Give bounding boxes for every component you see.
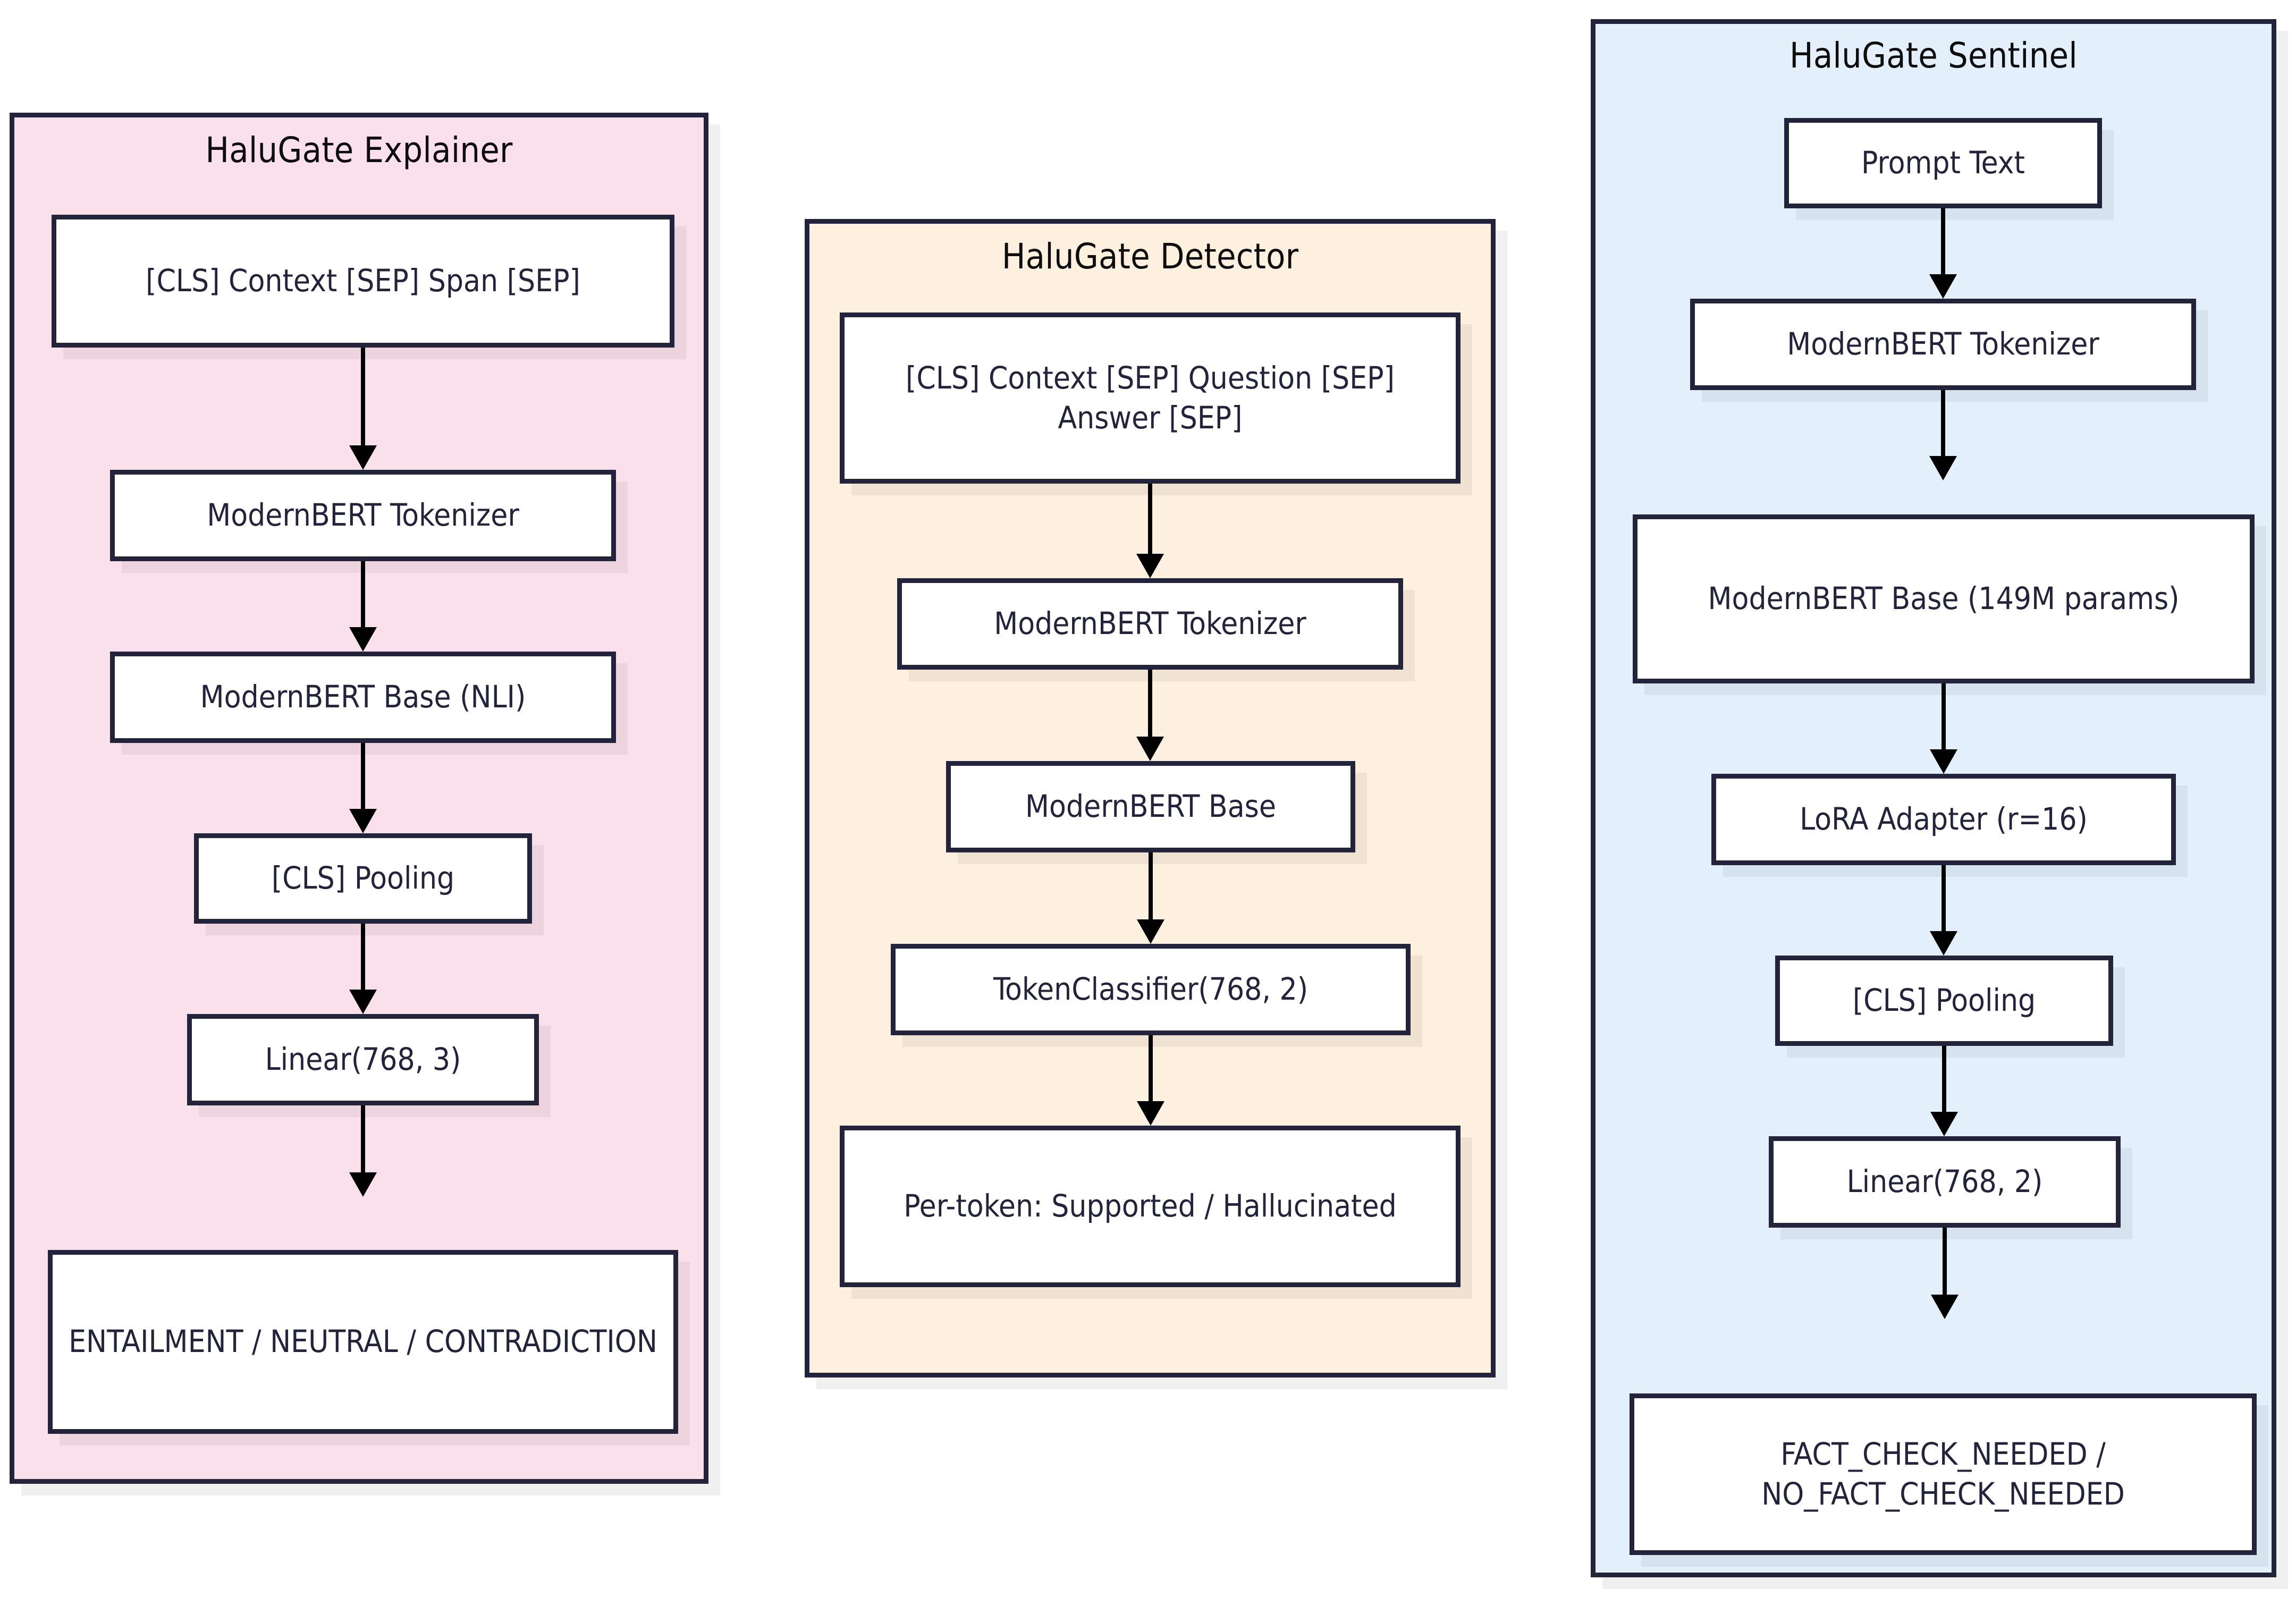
- node-label: LoRA Adapter (r=16): [1800, 801, 2088, 838]
- node-det-input[interactable]: [CLS] Context [SEP] Question [SEP] Answe…: [840, 312, 1461, 484]
- node-exp-tokenizer[interactable]: ModernBERT Tokenizer: [110, 470, 616, 561]
- node-exp-linear[interactable]: Linear(768, 3): [187, 1014, 539, 1105]
- node-sen-tokenizer[interactable]: ModernBERT Tokenizer: [1690, 299, 2196, 390]
- edge-exp-linear-to-output: [187, 1105, 539, 1197]
- edge-det-input-to-tokenizer: [840, 484, 1461, 578]
- node-label: [CLS] Pooling: [271, 860, 455, 897]
- edge-exp-tokenizer-to-base: [110, 561, 616, 652]
- node-label: ModernBERT Base: [1025, 788, 1276, 825]
- node-label: Prompt Text: [1861, 145, 2025, 181]
- subgraph-title-detector: HaluGate Detector: [1001, 236, 1299, 277]
- node-label: [CLS] Context [SEP] Question [SEP] Answe…: [906, 359, 1395, 436]
- node-exp-output[interactable]: ENTAILMENT / NEUTRAL / CONTRADICTION: [48, 1250, 678, 1434]
- node-det-tokenizer[interactable]: ModernBERT Tokenizer: [897, 578, 1403, 670]
- node-sen-base[interactable]: ModernBERT Base (149M params): [1633, 514, 2255, 683]
- node-label: ModernBERT Base (NLI): [200, 679, 526, 715]
- node-det-output[interactable]: Per-token: Supported / Hallucinated: [840, 1126, 1461, 1287]
- node-det-classifier[interactable]: TokenClassifier(768, 2): [891, 944, 1411, 1035]
- node-exp-base[interactable]: ModernBERT Base (NLI): [110, 652, 616, 743]
- edge-exp-pooling-to-linear: [194, 924, 532, 1014]
- node-label: ModernBERT Tokenizer: [207, 497, 519, 534]
- node-sen-output[interactable]: FACT_CHECK_NEEDED / NO_FACT_CHECK_NEEDED: [1630, 1393, 2257, 1555]
- node-label: ModernBERT Tokenizer: [994, 605, 1306, 642]
- subgraph-title-explainer: HaluGate Explainer: [205, 130, 513, 171]
- node-label: Linear(768, 3): [265, 1041, 461, 1078]
- edge-exp-input-to-tokenizer: [52, 348, 674, 470]
- node-label: Linear(768, 2): [1846, 1163, 2043, 1200]
- node-label: TokenClassifier(768, 2): [993, 971, 1309, 1008]
- node-det-base[interactable]: ModernBERT Base: [946, 761, 1355, 852]
- node-label: [CLS] Pooling: [1852, 982, 2036, 1019]
- node-sen-linear[interactable]: Linear(768, 2): [1769, 1136, 2121, 1228]
- edge-sen-tokenizer-to-base: [1690, 390, 2196, 480]
- node-label: [CLS] Context [SEP] Span [SEP]: [146, 263, 580, 299]
- node-sen-pooling[interactable]: [CLS] Pooling: [1775, 956, 2113, 1046]
- node-sen-prompt[interactable]: Prompt Text: [1784, 118, 2102, 208]
- edge-sen-prompt-to-tokenizer: [1784, 208, 2102, 299]
- subgraph-title-sentinel: HaluGate Sentinel: [1789, 35, 2078, 76]
- edge-det-tokenizer-to-base: [897, 670, 1403, 761]
- edge-exp-base-to-pooling: [110, 743, 616, 833]
- edge-det-classifier-to-output: [891, 1035, 1411, 1126]
- node-label: FACT_CHECK_NEEDED / NO_FACT_CHECK_NEEDED: [1761, 1435, 2125, 1512]
- edge-det-base-to-classifier: [946, 852, 1355, 944]
- node-label: ModernBERT Base (149M params): [1708, 580, 2180, 617]
- node-label: Per-token: Supported / Hallucinated: [904, 1188, 1397, 1224]
- node-label: ModernBERT Tokenizer: [1787, 326, 2099, 362]
- edge-sen-lora-to-pooling: [1711, 865, 2176, 956]
- edge-sen-base-to-lora: [1633, 683, 2255, 774]
- node-exp-pooling[interactable]: [CLS] Pooling: [194, 833, 532, 924]
- node-label: ENTAILMENT / NEUTRAL / CONTRADICTION: [69, 1323, 657, 1360]
- node-exp-input[interactable]: [CLS] Context [SEP] Span [SEP]: [52, 215, 674, 348]
- node-sen-lora[interactable]: LoRA Adapter (r=16): [1711, 774, 2176, 865]
- edge-sen-linear-to-output: [1769, 1228, 2121, 1319]
- edge-sen-pooling-to-linear: [1775, 1046, 2113, 1136]
